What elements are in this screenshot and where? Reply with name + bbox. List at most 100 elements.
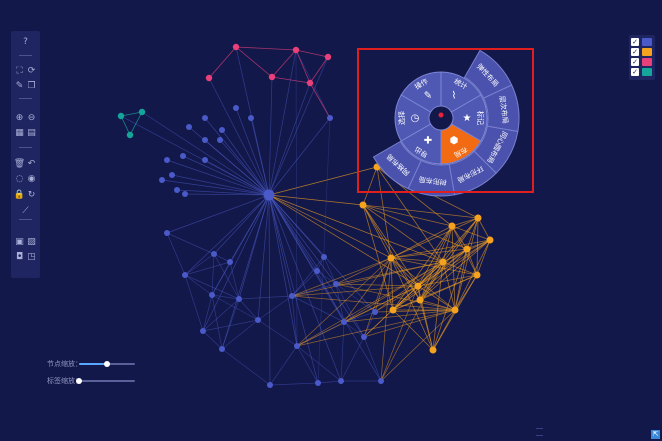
graph-node[interactable] [387, 254, 395, 262]
graph-node[interactable] [416, 296, 424, 304]
graph-node[interactable] [292, 46, 300, 54]
graph-node[interactable] [294, 343, 300, 349]
graph-node[interactable] [378, 378, 384, 384]
graph-node[interactable] [205, 74, 213, 82]
graph-node[interactable] [182, 272, 188, 278]
graph-node[interactable] [164, 230, 170, 236]
graph-node[interactable] [211, 251, 217, 257]
camera-icon[interactable]: ◘ [15, 252, 24, 262]
graph-node[interactable] [169, 172, 175, 178]
graph-node[interactable] [200, 328, 206, 334]
graph-node[interactable] [186, 124, 192, 130]
zoom-out-icon[interactable]: ⊖ [27, 113, 36, 123]
export-icon[interactable]: ◳ [27, 252, 36, 262]
checkbox-icon[interactable]: ✓ [631, 68, 639, 76]
select-tool-icon[interactable]: ✎ [15, 81, 24, 91]
graph-node[interactable] [341, 319, 347, 325]
graph-node[interactable] [474, 214, 482, 222]
show-icon[interactable]: ◉ [27, 174, 36, 184]
image-icon[interactable]: ▨ [27, 237, 36, 247]
checkbox-icon[interactable]: ✓ [631, 38, 639, 46]
undo-icon[interactable]: ↶ [27, 159, 36, 169]
lock-icon[interactable]: 🔒 [13, 190, 26, 200]
graph-node[interactable] [486, 236, 494, 244]
legend-category-pink[interactable]: ✓ [631, 58, 653, 67]
graph-node[interactable] [414, 282, 422, 290]
graph-node[interactable] [174, 187, 180, 193]
delete-icon[interactable]: 🗑 [13, 159, 26, 169]
radial-context-menu[interactable]: 弹性布局层次布局同心圆布局环形布局树形布局网格布局✎操作⌇统计★标记⬢布局✚导出… [372, 49, 520, 197]
rotate-icon[interactable]: ↻ [27, 190, 36, 200]
graph-node[interactable] [227, 259, 233, 265]
fit-view-icon[interactable]: ⛶ [16, 66, 23, 76]
node-size-track[interactable] [79, 361, 135, 367]
graph-node[interactable] [448, 222, 456, 230]
radial-outer-item[interactable] [372, 140, 422, 190]
graph-node[interactable] [159, 177, 165, 183]
copy-icon[interactable]: ❐ [27, 81, 36, 91]
node-size-thumb[interactable] [104, 361, 110, 367]
legend-category-orange[interactable]: ✓ [631, 48, 653, 57]
radial-center[interactable] [430, 107, 452, 129]
graph-node[interactable] [202, 137, 208, 143]
graph-node[interactable] [324, 53, 332, 61]
checkbox-icon[interactable]: ✓ [631, 58, 639, 66]
graph-node[interactable] [202, 115, 208, 121]
graph-node[interactable] [333, 281, 339, 287]
graph-node[interactable] [138, 108, 146, 116]
graph-node[interactable] [126, 131, 134, 139]
checkbox-icon[interactable]: ✓ [631, 48, 639, 56]
graph-node[interactable] [219, 127, 225, 133]
legend-category-blue[interactable]: ✓ [631, 38, 653, 47]
graph-node[interactable] [164, 157, 170, 163]
graph-node[interactable] [463, 245, 471, 253]
line-tool-icon[interactable]: ⟋ [22, 206, 29, 216]
graph-node[interactable] [451, 306, 459, 314]
help-icon[interactable]: ? [23, 37, 28, 47]
refresh-layout-icon[interactable]: ⟳ [27, 66, 36, 76]
graph-node[interactable] [321, 254, 327, 260]
hide-icon[interactable]: ◌ [15, 174, 24, 184]
graph-node[interactable] [338, 378, 344, 384]
graph-node[interactable] [117, 112, 125, 120]
label-size-track[interactable] [76, 378, 135, 384]
graph-node[interactable] [429, 346, 437, 354]
graph-node[interactable] [180, 153, 186, 159]
grid-icon[interactable]: ▦ [15, 128, 24, 138]
graph-node[interactable] [306, 79, 314, 87]
zoom-in-icon[interactable]: ⊕ [15, 113, 24, 123]
collapse-corner-button[interactable]: ⇱ [651, 430, 660, 439]
radial-inner-item[interactable] [394, 94, 432, 142]
graph-node[interactable] [268, 73, 276, 81]
graph-node[interactable] [219, 346, 225, 352]
table-icon[interactable]: ▤ [27, 128, 36, 138]
graph-node[interactable] [232, 43, 240, 51]
graph-edge [176, 189, 270, 196]
graph-node[interactable] [236, 296, 242, 302]
graph-hub-node[interactable] [263, 189, 275, 201]
label-size-thumb[interactable] [76, 378, 82, 384]
graph-node[interactable] [202, 157, 208, 163]
graph-node[interactable] [209, 292, 215, 298]
graph-node[interactable] [267, 382, 273, 388]
wrench-icon: ✎ [424, 90, 432, 101]
graph-node[interactable] [182, 191, 188, 197]
graph-node[interactable] [327, 115, 333, 121]
graph-node[interactable] [315, 380, 321, 386]
legend-category-teal[interactable]: ✓ [631, 68, 653, 77]
graph-node[interactable] [439, 258, 447, 266]
graph-node[interactable] [233, 105, 239, 111]
graph-node[interactable] [255, 317, 261, 323]
graph-node[interactable] [314, 268, 320, 274]
graph-node[interactable] [473, 271, 481, 279]
graph-node[interactable] [289, 293, 295, 299]
graph-node[interactable] [361, 334, 367, 340]
graph-node[interactable] [217, 137, 223, 143]
graph-node[interactable] [248, 115, 254, 121]
graph-node[interactable] [359, 201, 367, 209]
save-icon[interactable]: ▣ [15, 237, 24, 247]
graph-node[interactable] [372, 309, 378, 315]
graph-node[interactable] [389, 306, 397, 314]
